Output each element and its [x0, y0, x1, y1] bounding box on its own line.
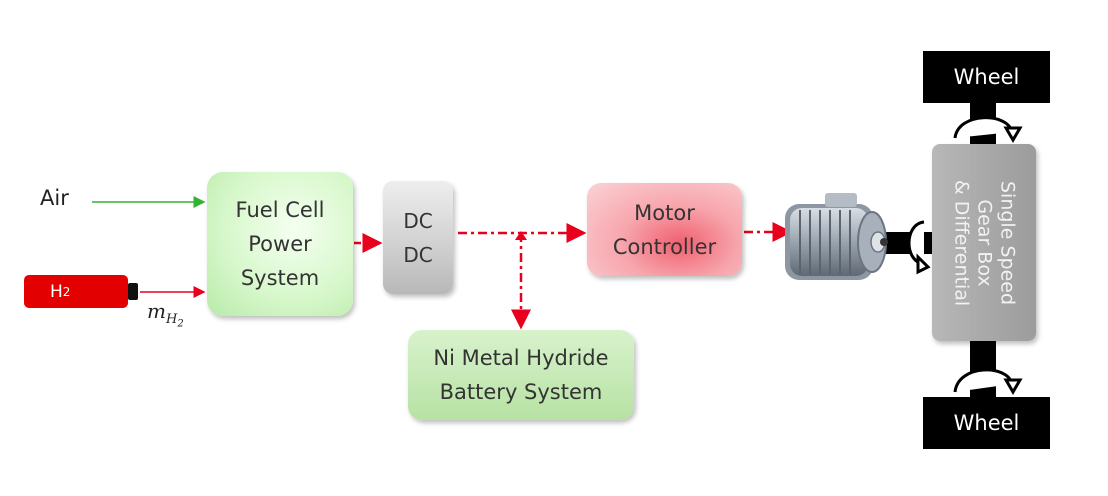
bus-up-tick: [515, 231, 527, 240]
battery-line-2: Battery System: [439, 380, 603, 404]
fuel-cell-line-2: Power: [248, 232, 312, 256]
fuel-cell-line-3: System: [240, 266, 320, 290]
h2-tank-sub: 2: [62, 284, 71, 299]
air-label: Air: [40, 186, 69, 210]
motor-controller-block: Motor Controller: [587, 183, 742, 276]
electric-motor-icon: [785, 193, 888, 280]
fuel-cell-line-1: Fuel Cell: [235, 198, 325, 222]
motor-controller-line-2: Controller: [612, 234, 717, 259]
wheel-top: Wheel: [923, 51, 1050, 103]
dcdc-line-1: DC: [403, 208, 433, 233]
motor-shaft: [880, 232, 934, 254]
h2-tank-label: H: [50, 281, 63, 302]
hydrogen-mass-flow-label: mH2: [147, 299, 184, 330]
motor-controller-line-1: Motor: [634, 200, 695, 225]
dcdc-line-2: DC: [403, 242, 433, 267]
dc-dc-converter-block: DC DC: [383, 181, 453, 294]
hydrogen-tank-valve: [128, 283, 138, 300]
wheel-bottom: Wheel: [923, 397, 1050, 449]
battery-system-block: Ni Metal Hydride Battery System: [408, 330, 634, 420]
fuel-cell-power-system-block: Fuel Cell Power System: [207, 172, 353, 316]
battery-line-1: Ni Metal Hydride: [433, 346, 609, 370]
gearbox-label: Single Speed Gear Box & Differential: [950, 179, 1019, 306]
gearbox-differential-block: Single Speed Gear Box & Differential: [932, 144, 1036, 341]
rotation-arrow-icon: [907, 116, 1023, 395]
